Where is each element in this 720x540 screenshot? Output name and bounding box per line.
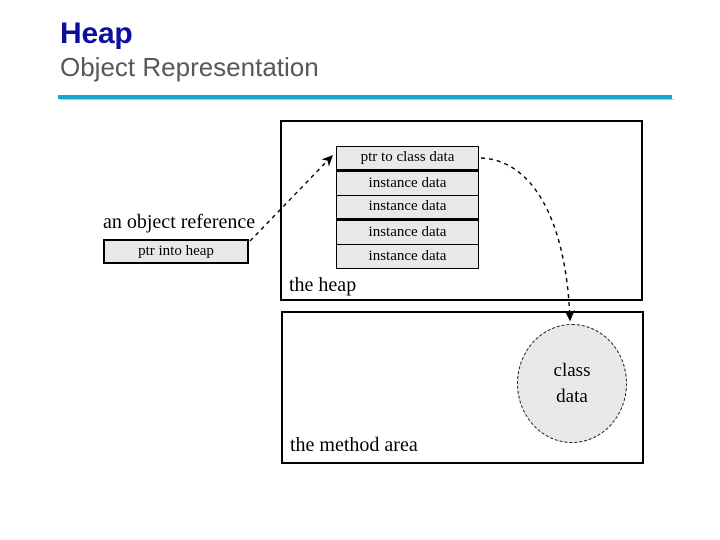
title-divider-shadow xyxy=(60,99,674,100)
object-cell-stack: ptr to class data instance data instance… xyxy=(336,146,479,269)
heap-region-label: the heap xyxy=(289,274,357,296)
title-divider xyxy=(58,95,672,99)
object-cell-ptr-to-class-data: ptr to class data xyxy=(336,146,479,171)
object-cell-instance-data-3: instance data xyxy=(336,219,479,245)
method-area-region-label: the method area xyxy=(290,434,418,456)
object-cell-instance-data-2: instance data xyxy=(336,195,479,220)
class-data-ellipse: class data xyxy=(517,324,627,443)
ptr-into-heap-cell: ptr into heap xyxy=(103,239,249,264)
method-area-region-box xyxy=(281,311,644,464)
class-data-line-1: class xyxy=(553,359,591,381)
title-block: Heap Object Representation xyxy=(60,18,680,82)
heap-region-box xyxy=(280,120,643,301)
object-cell-instance-data-1: instance data xyxy=(336,170,479,196)
page-subtitle: Object Representation xyxy=(60,51,319,82)
class-pointer-arrow xyxy=(480,157,575,322)
reference-to-object-arrow xyxy=(249,154,333,242)
page-title: Heap xyxy=(60,17,133,50)
class-data-line-2: data xyxy=(556,385,588,407)
object-reference-label: an object reference xyxy=(103,211,256,233)
object-cell-instance-data-4: instance data xyxy=(336,244,479,269)
